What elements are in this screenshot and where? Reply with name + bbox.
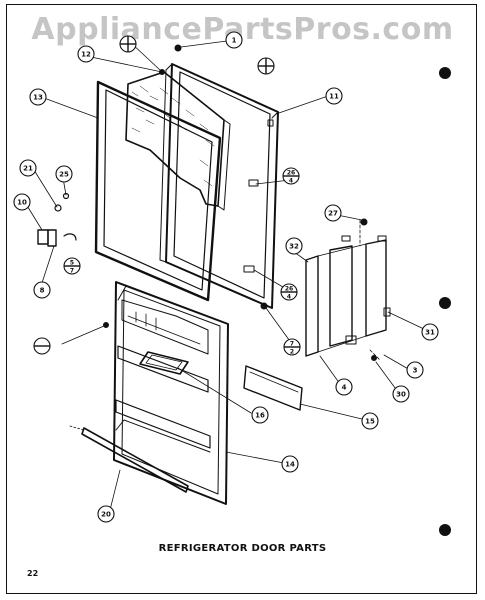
callout-3: 3 bbox=[406, 361, 424, 379]
inner-door-liner bbox=[113, 281, 229, 505]
callout-14: 14 bbox=[281, 455, 299, 473]
callout-31: 31 bbox=[421, 323, 439, 341]
callout-label: 16 bbox=[255, 412, 265, 420]
callout-circle bbox=[251, 406, 269, 424]
callout-circle bbox=[13, 193, 31, 211]
callout-circle bbox=[19, 159, 37, 177]
fraction-callout: 72 bbox=[283, 338, 301, 356]
callout-label: 1 bbox=[232, 37, 237, 45]
callout-label: 14 bbox=[285, 461, 295, 469]
diagram-caption: REFRIGERATOR DOOR PARTS bbox=[158, 543, 327, 554]
bottom-trim-strip bbox=[69, 425, 189, 493]
fraction-callout: 57 bbox=[63, 257, 81, 275]
callout-circle bbox=[392, 385, 410, 403]
callout-circle bbox=[77, 45, 95, 63]
hinge-plate-assembly bbox=[305, 219, 391, 361]
callout-label: 30 bbox=[396, 391, 406, 399]
callout-circle bbox=[406, 361, 424, 379]
callout-circle bbox=[29, 88, 47, 106]
outer-door-panel bbox=[159, 63, 279, 309]
callout-16: 16 bbox=[251, 406, 269, 424]
callout-label: 32 bbox=[289, 243, 299, 251]
callout-circle bbox=[324, 204, 342, 222]
callout-label: 8 bbox=[40, 287, 45, 295]
leader-lines bbox=[25, 40, 427, 511]
callout-label: 3 bbox=[413, 367, 418, 375]
callout-label: 13 bbox=[33, 94, 43, 102]
callout-13: 13 bbox=[29, 88, 47, 106]
fraction-bottom: 7 bbox=[70, 268, 74, 275]
callout-20: 20 bbox=[97, 505, 115, 523]
callout-circle bbox=[325, 87, 343, 105]
callout-8: 8 bbox=[33, 281, 51, 299]
callout-4: 4 bbox=[335, 378, 353, 396]
screws bbox=[103, 44, 377, 361]
fraction-top: 5 bbox=[70, 260, 74, 267]
callout-circle bbox=[421, 323, 439, 341]
callout-15: 15 bbox=[361, 412, 379, 430]
callout-circle bbox=[335, 378, 353, 396]
callout-circle bbox=[55, 165, 73, 183]
callout-label: 10 bbox=[17, 199, 27, 207]
callout-label: 20 bbox=[101, 511, 111, 519]
fraction-callout: 264 bbox=[282, 167, 300, 185]
callout-25: 25 bbox=[55, 165, 73, 183]
callout-label: 15 bbox=[365, 418, 375, 426]
callout-27: 27 bbox=[324, 204, 342, 222]
callout-circle bbox=[281, 455, 299, 473]
callout-label: 31 bbox=[425, 329, 435, 337]
fraction-bottom: 4 bbox=[289, 178, 293, 185]
callout-12: 12 bbox=[77, 45, 95, 63]
fraction-callout bbox=[119, 35, 137, 53]
callout-circle bbox=[361, 412, 379, 430]
callout-circle bbox=[285, 237, 303, 255]
diagram-frame bbox=[6, 4, 477, 594]
page-number: 22 bbox=[27, 569, 39, 578]
callout-label: 12 bbox=[81, 51, 91, 59]
fraction-top: 26 bbox=[285, 286, 293, 293]
shelf-bracket bbox=[243, 365, 303, 411]
fraction-bottom: 2 bbox=[290, 349, 294, 356]
callout-label: 25 bbox=[59, 171, 69, 179]
fraction-top: 7 bbox=[290, 341, 294, 348]
callout-label: 27 bbox=[328, 210, 338, 218]
callout-circle bbox=[225, 31, 243, 49]
fraction-callout: 264 bbox=[280, 283, 298, 301]
fraction-bottom: 4 bbox=[287, 294, 291, 301]
door-insulation-block bbox=[125, 71, 231, 211]
callout-label: 4 bbox=[342, 384, 347, 392]
callout-label: 21 bbox=[23, 165, 33, 173]
callout-circle bbox=[33, 281, 51, 299]
fraction-top: 26 bbox=[287, 170, 295, 177]
door-gasket bbox=[94, 80, 222, 302]
registration-marks bbox=[439, 67, 451, 536]
handle-bracket-parts bbox=[37, 192, 77, 247]
callout-circle bbox=[97, 505, 115, 523]
callout-32: 32 bbox=[285, 237, 303, 255]
callout-30: 30 bbox=[392, 385, 410, 403]
callout-11: 11 bbox=[325, 87, 343, 105]
callout-10: 10 bbox=[13, 193, 31, 211]
callout-label: 11 bbox=[329, 93, 339, 101]
fraction-callout bbox=[257, 57, 275, 75]
fraction-callout bbox=[33, 337, 51, 355]
callout-21: 21 bbox=[19, 159, 37, 177]
callout-1: 1 bbox=[225, 31, 243, 49]
